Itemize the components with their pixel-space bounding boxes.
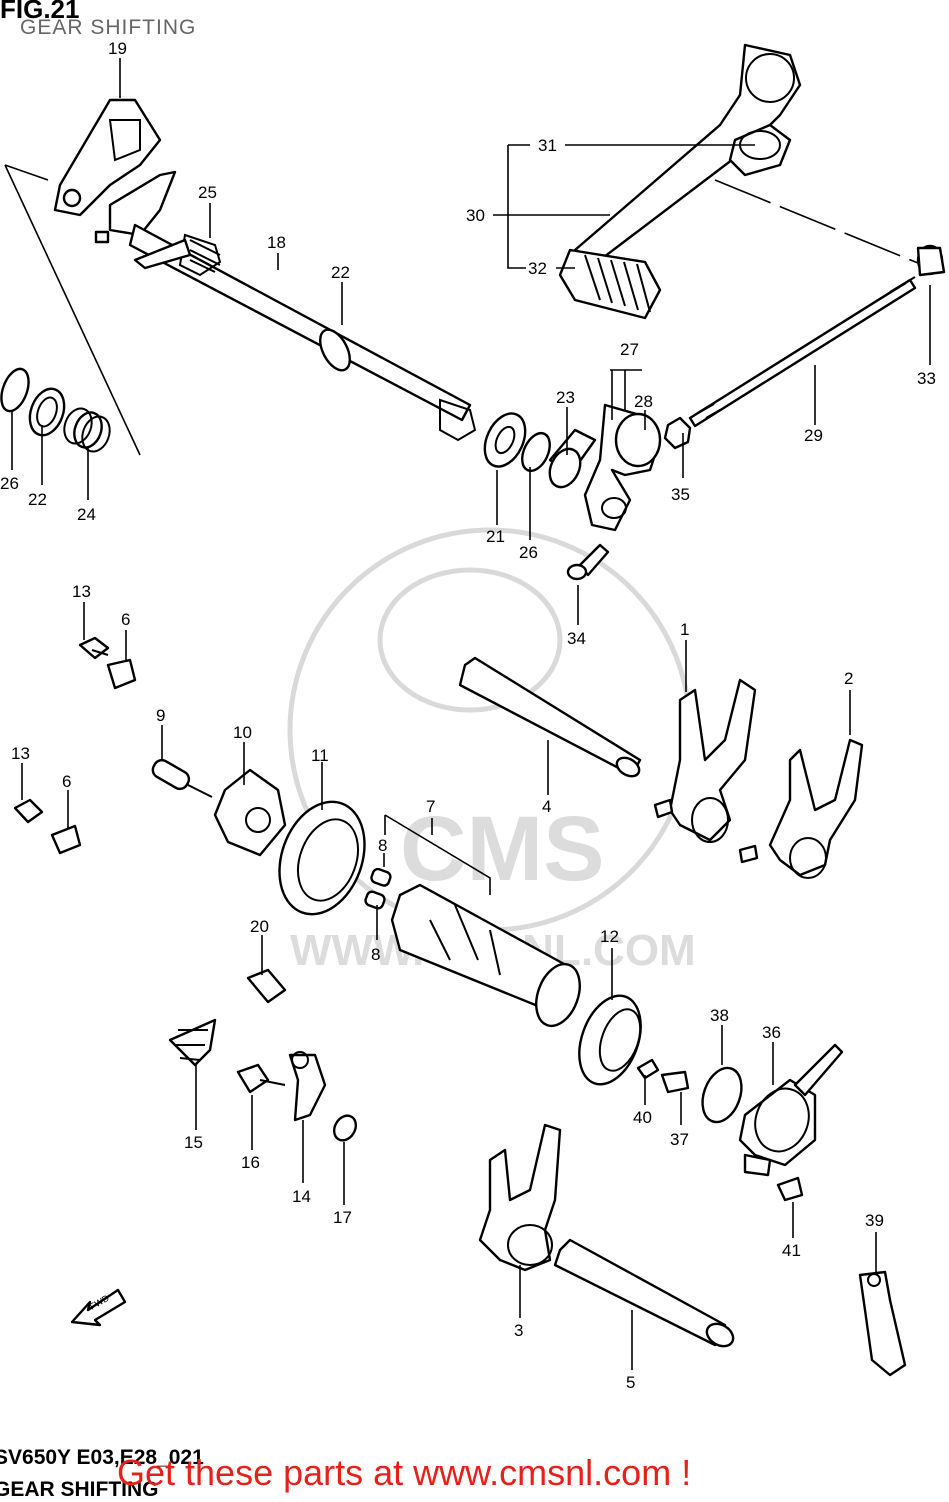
callout-6-top: 6 <box>121 610 130 629</box>
shaft-end-parts <box>483 412 597 489</box>
callout-8-bottom: 8 <box>371 945 380 964</box>
callout-38: 38 <box>710 1006 729 1025</box>
left-small-parts <box>0 164 141 456</box>
callout-40: 40 <box>633 1108 652 1127</box>
callout-5: 5 <box>626 1373 635 1392</box>
callout-1: 1 <box>680 620 689 639</box>
callout-20: 20 <box>250 917 269 936</box>
callout-26-left: 26 <box>0 474 19 493</box>
callout-35: 35 <box>671 485 690 504</box>
callout-27: 27 <box>620 340 639 359</box>
callout-9: 9 <box>156 706 165 725</box>
callout-29: 29 <box>804 426 823 445</box>
callout-30: 30 <box>466 206 485 225</box>
link-arm-assembly <box>566 403 662 581</box>
callout-26-right: 26 <box>519 543 538 562</box>
callout-4: 4 <box>542 797 551 816</box>
callout-19: 19 <box>108 39 127 58</box>
callout-36: 36 <box>762 1023 781 1042</box>
callout-32: 32 <box>528 259 547 278</box>
callout-16: 16 <box>241 1153 260 1172</box>
callout-24: 24 <box>77 505 96 524</box>
shift-forks <box>458 656 864 1348</box>
callout-33: 33 <box>917 369 936 388</box>
callout-28: 28 <box>634 392 653 411</box>
callout-3: 3 <box>514 1321 523 1340</box>
callout-2: 2 <box>844 669 853 688</box>
callout-31: 31 <box>538 136 557 155</box>
figure-subtitle: GEAR SHIFTING <box>20 16 197 39</box>
callout-11: 11 <box>311 746 329 765</box>
gear-pedal-assembly <box>558 43 936 320</box>
callout-22-left: 22 <box>28 490 47 509</box>
callout-21: 21 <box>486 527 505 546</box>
callout-14: 14 <box>292 1187 311 1206</box>
callout-41: 41 <box>782 1241 801 1260</box>
callout-17: 17 <box>333 1208 352 1227</box>
footer-caption: GEAR SHIFTING <box>0 1478 159 1501</box>
callout-15: 15 <box>184 1133 203 1152</box>
fwd-arrow-icon: FWD <box>70 1288 127 1327</box>
promo-link[interactable]: Get these parts at www.cmsnl.com ! <box>117 1452 692 1493</box>
callout-13-bottom: 13 <box>11 744 30 763</box>
small-hardware <box>13 636 358 1142</box>
callout-12: 12 <box>600 927 619 946</box>
callout-39: 39 <box>865 1211 884 1230</box>
shift-rod-assembly <box>663 244 946 450</box>
callout-8-top: 8 <box>378 836 387 855</box>
callout-37: 37 <box>670 1130 689 1149</box>
callout-25: 25 <box>198 183 217 202</box>
figure-title: FIG.21 <box>0 0 80 24</box>
callout-13-top: 13 <box>72 582 91 601</box>
gearshift-shaft-assembly <box>53 98 477 442</box>
callout-numbers: 19 25 18 22 31 30 32 33 27 28 23 29 35 2… <box>0 39 936 1392</box>
watermark-brand: CMS <box>400 798 604 900</box>
right-lower-parts <box>636 1043 907 1377</box>
callout-34: 34 <box>567 629 586 648</box>
callout-7: 7 <box>426 797 435 816</box>
callout-10: 10 <box>233 723 252 742</box>
watermark-logo: CMS WWW.CMSNL.COM <box>287 527 696 975</box>
callout-22-top: 22 <box>331 263 350 282</box>
leader-lines <box>11 58 931 1370</box>
model-code: SV650Y E03,E28_021 <box>0 1446 204 1469</box>
callout-18: 18 <box>267 233 286 252</box>
shift-drum-assembly <box>278 800 642 1086</box>
callout-6-bottom: 6 <box>62 772 71 791</box>
callout-23: 23 <box>556 388 575 407</box>
